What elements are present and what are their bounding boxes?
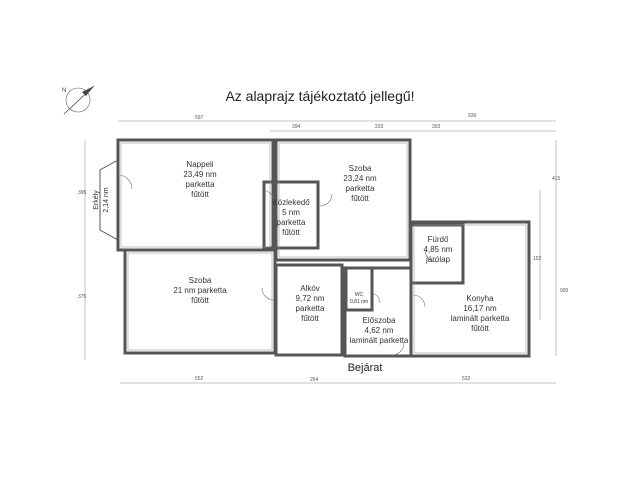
dim-top-right: 393	[432, 124, 441, 130]
room-kozlekedo	[262, 180, 320, 250]
dim-bottom-left: 552	[195, 376, 204, 382]
compass-icon: N	[62, 85, 95, 115]
dim-top-overall: 936	[468, 113, 477, 119]
dim-bottom-mid: 264	[310, 377, 319, 383]
dim-left-lower: 375	[78, 294, 87, 300]
dim-right-overall: 995	[560, 288, 569, 294]
room-alkov	[274, 263, 344, 357]
dim-top-mid-b: 233	[375, 124, 384, 130]
dim-top-mid-a: 394	[292, 124, 301, 130]
dim-top-left: 597	[195, 115, 204, 121]
balcony	[99, 159, 119, 241]
dim-left-upper: 395	[78, 190, 87, 196]
dim-right-b: 152	[533, 256, 542, 262]
plan-title: Az alaprajz tájékoztató jellegű!	[225, 88, 415, 104]
dim-right-a: 415	[552, 176, 561, 182]
entrance-label: Bejárat	[347, 362, 383, 374]
dim-bottom-right: 532	[462, 376, 471, 382]
room-konyha	[409, 220, 531, 358]
svg-text:N: N	[62, 88, 66, 94]
room-szoba-top	[274, 138, 412, 262]
